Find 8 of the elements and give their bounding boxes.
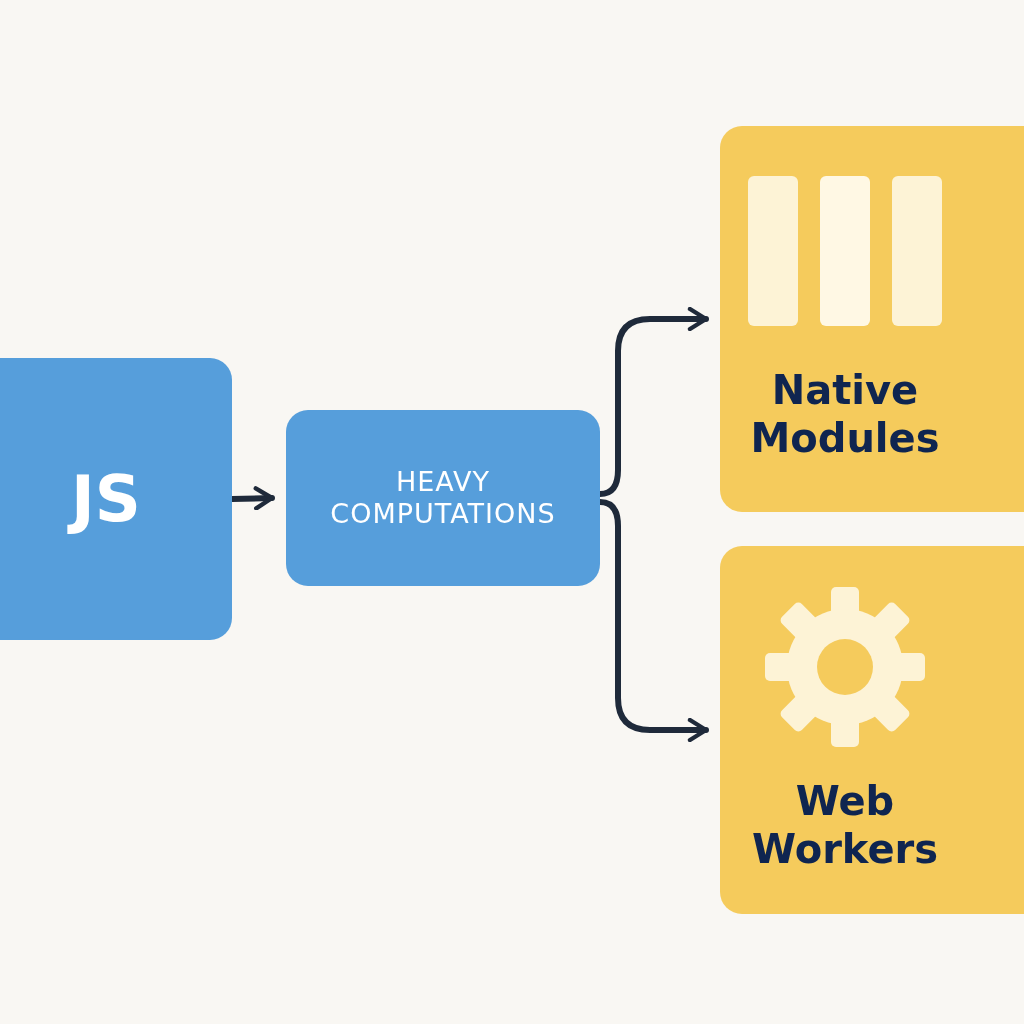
process-box [720,126,1024,512]
box-label: JS [0,460,216,538]
box-label: Web Workers [750,777,940,873]
box-label: HEAVY COMPUTATIONS [329,465,557,531]
process-box [0,358,232,640]
process-box [720,546,1024,914]
box-label: Native Modules [749,366,941,462]
process-box [286,410,600,586]
